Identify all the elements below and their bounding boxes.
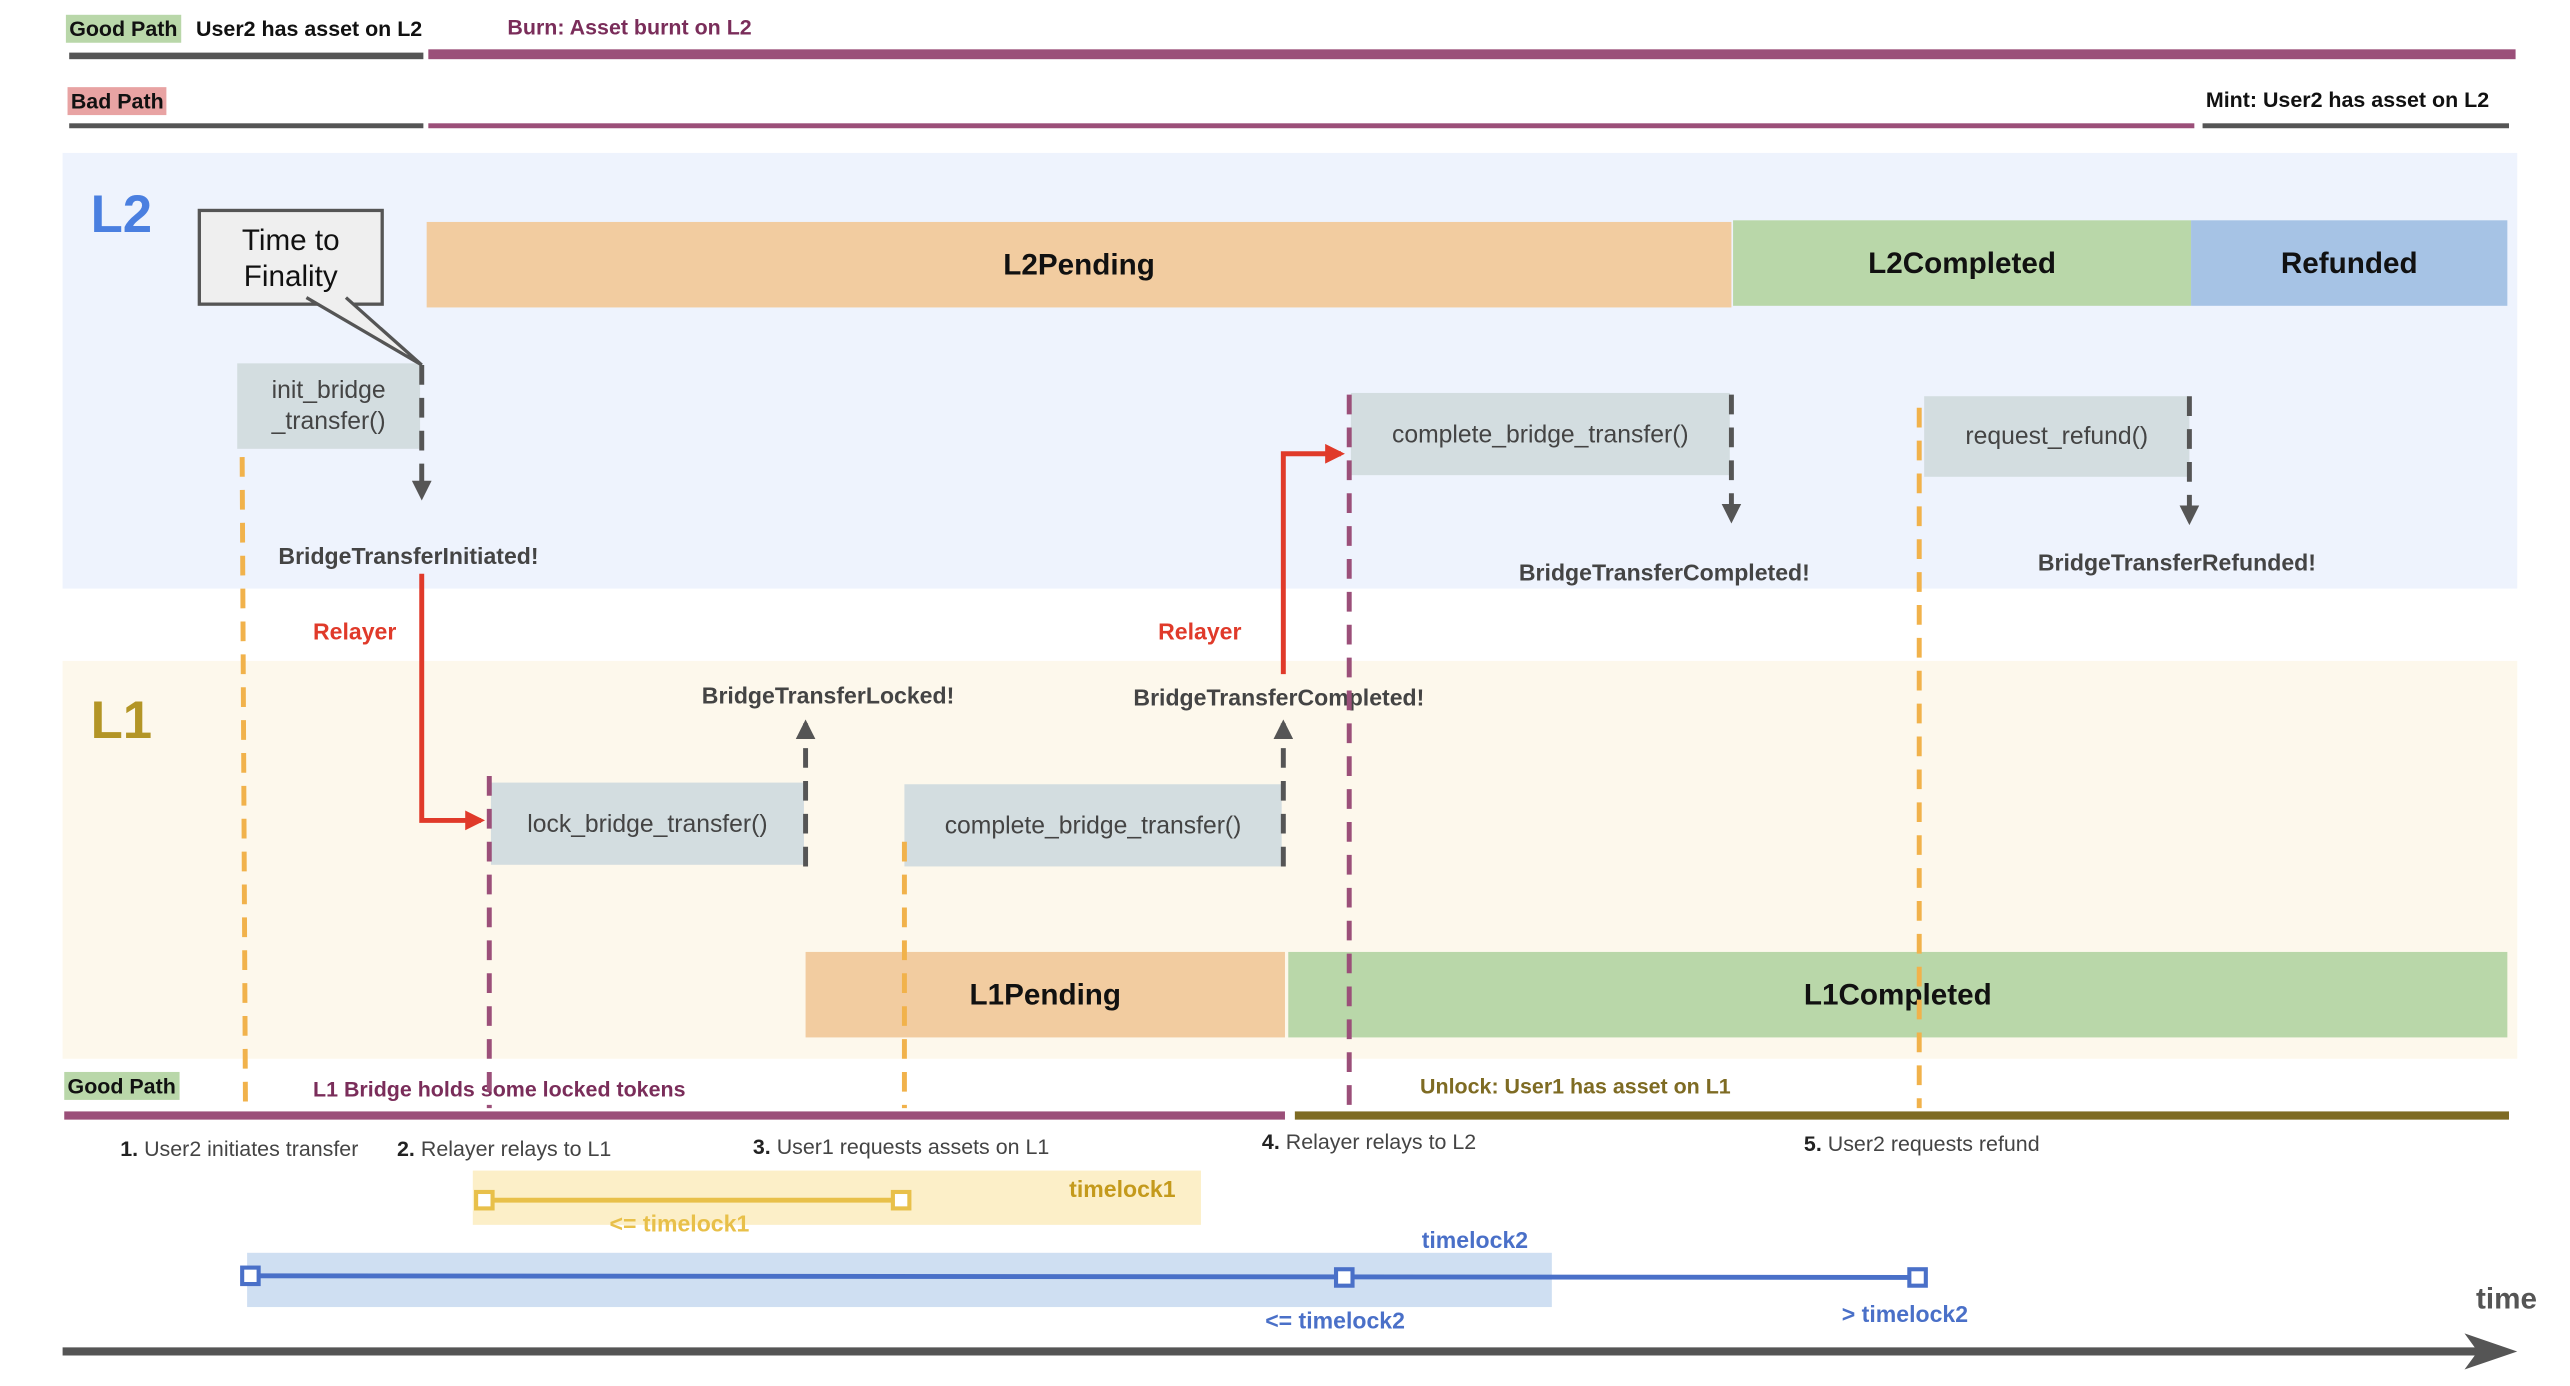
- request-refund-box: request_refund(): [1924, 396, 2190, 477]
- timelock1-end-marker: [890, 1189, 912, 1211]
- timelock2-within-marker: [1333, 1267, 1355, 1288]
- timelock2-span-line: [250, 1273, 1918, 1280]
- relayer-label-to-l2: Relayer: [1158, 618, 1242, 645]
- step-1-text: User2 initiates transfer: [144, 1136, 359, 1161]
- timelock1-start-marker: [474, 1189, 495, 1211]
- step-2-text: Relayer relays to L1: [420, 1136, 612, 1161]
- time-to-finality-pointer: [305, 296, 423, 367]
- step-5: 5. User2 requests refund: [1804, 1131, 2040, 1156]
- dash-line-step1: [239, 457, 248, 1109]
- lock-bridge-transfer-box: lock_bridge_transfer(): [490, 782, 804, 865]
- complete-bridge-transfer-l1-box: complete_bridge_transfer(): [904, 784, 1282, 867]
- step-5-text: User2 requests refund: [1827, 1131, 2040, 1156]
- timelock1-title: timelock1: [1069, 1175, 1176, 1202]
- burn-line: [428, 49, 2516, 60]
- step-3-text: User1 requests assets on L1: [776, 1134, 1050, 1160]
- relayer-label-to-l1: Relayer: [313, 618, 397, 645]
- step-5-number: 5.: [1803, 1131, 1822, 1156]
- locked-tokens-label: L1 Bridge holds some locked tokens: [313, 1076, 686, 1102]
- complete-bridge-transfer-l2-box: complete_bridge_transfer(): [1350, 392, 1730, 476]
- burn-label: Burn: Asset burnt on L2: [507, 14, 752, 40]
- l2-pending-state: L2Pending: [426, 221, 1732, 308]
- step-2-number: 2.: [397, 1136, 415, 1161]
- timelock2-after-label: > timelock2: [1841, 1300, 1969, 1327]
- l1-pending-state: L1Pending: [805, 951, 1285, 1038]
- time-axis-arrowhead: [2464, 1333, 2518, 1370]
- good-path-l2-label: User2 has asset on L2: [196, 16, 423, 42]
- l1-lane-title: L1: [90, 690, 153, 750]
- unlock-label: Unlock: User1 has asset on L1: [1420, 1073, 1731, 1099]
- event-transfer-refunded: BridgeTransferRefunded!: [2037, 549, 2316, 576]
- timelock2-within-label: <= timelock2: [1265, 1307, 1405, 1334]
- step-4-number: 4.: [1261, 1129, 1280, 1155]
- timelock2-start-marker: [240, 1265, 261, 1287]
- relayer-arrow-to-l2: [1280, 443, 1345, 675]
- init-bridge-transfer-box: init_bridge _transfer(): [237, 363, 421, 449]
- step-2: 2. Relayer relays to L1: [397, 1136, 611, 1161]
- good-path-l2-line: [69, 52, 424, 60]
- good-path-tag-top: Good Path: [65, 14, 181, 43]
- event-transfer-initiated: BridgeTransferInitiated!: [278, 542, 539, 569]
- timelock2-title: timelock2: [1421, 1226, 1529, 1253]
- l2-lane-title: L2: [90, 184, 153, 244]
- time-axis-label: time: [2476, 1282, 2538, 1316]
- step-3-number: 3.: [752, 1134, 771, 1160]
- bad-path-l2-line: [69, 123, 424, 129]
- mint-label: Mint: User2 has asset on L2: [2205, 87, 2490, 112]
- relayer-arrow-to-l1: [419, 573, 485, 831]
- event-transfer-completed-l2: BridgeTransferCompleted!: [1518, 558, 1810, 586]
- timelock2-after-marker: [1907, 1267, 1928, 1288]
- timelock1-range-label: <= timelock1: [609, 1210, 750, 1237]
- step-1-number: 1.: [120, 1136, 139, 1161]
- unlock-line: [1294, 1111, 2509, 1120]
- bad-path-burn-line: [428, 123, 2195, 129]
- l1-completed-state: L1Completed: [1288, 951, 2508, 1038]
- locked-tokens-line: [64, 1111, 1285, 1120]
- mint-line: [2202, 123, 2509, 129]
- time-to-finality-callout: Time to Finality: [197, 208, 384, 306]
- refunded-state: Refunded: [2191, 220, 2508, 306]
- l2-completed-state: L2Completed: [1733, 220, 2192, 306]
- event-transfer-locked: BridgeTransferLocked!: [701, 682, 955, 709]
- step-3: 3. User1 requests assets on L1: [753, 1134, 1049, 1159]
- time-to-finality-text: Time to Finality: [241, 222, 340, 292]
- bad-path-tag: Bad Path: [67, 87, 167, 116]
- step-4-text: Relayer relays to L2: [1285, 1129, 1477, 1155]
- step-4: 4. Relayer relays to L2: [1262, 1129, 1476, 1154]
- good-path-tag-bottom: Good Path: [64, 1071, 180, 1100]
- step-1: 1. User2 initiates transfer: [120, 1136, 358, 1161]
- event-transfer-completed-l1: BridgeTransferCompleted!: [1133, 683, 1425, 711]
